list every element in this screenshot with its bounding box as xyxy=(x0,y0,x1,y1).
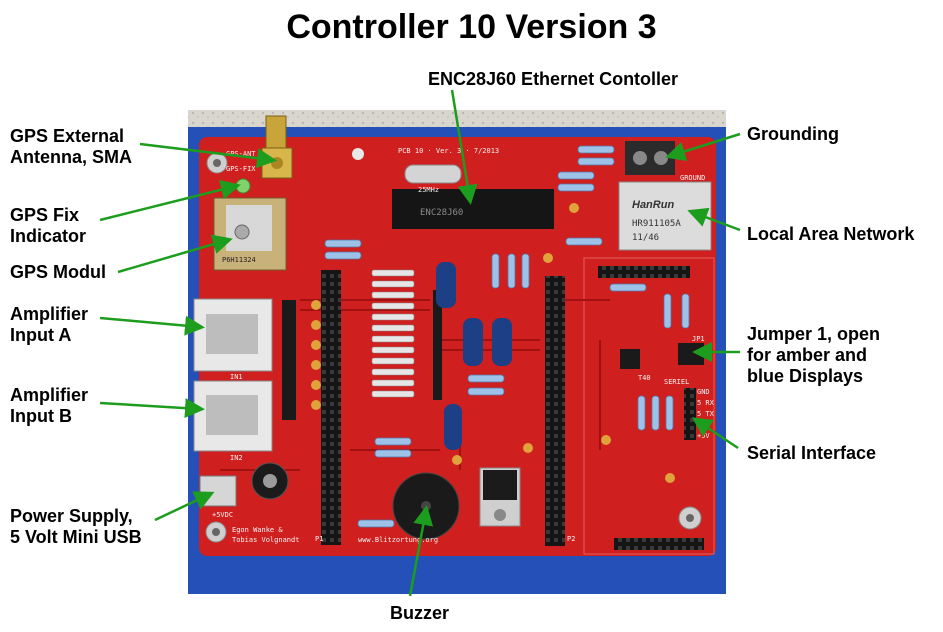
arrow-lan xyxy=(687,207,741,232)
label-grounding: Grounding xyxy=(747,124,839,145)
chip-marking: ENC28J60 xyxy=(420,208,463,218)
arrow-grounding xyxy=(665,132,741,162)
label-line: 5 Volt Mini USB xyxy=(10,527,142,547)
label-line: Indicator xyxy=(10,226,87,246)
silk-url: www.Blitzortung.org xyxy=(358,536,438,544)
resistors xyxy=(324,145,690,528)
label-line: Amplifier xyxy=(10,385,89,405)
label-lan: Local Area Network xyxy=(747,224,914,245)
gps-module-code: P6H11324 xyxy=(222,256,256,264)
grounding-terminal xyxy=(625,141,675,175)
silk-p1: P1 xyxy=(315,535,323,543)
label-line: for amber and xyxy=(747,345,868,365)
label-gps-modul: GPS Modul xyxy=(10,262,106,283)
label-line: GPS External xyxy=(10,126,125,146)
header-top-right xyxy=(598,266,690,278)
resistor-network xyxy=(282,300,296,420)
label-line: Power Supply, xyxy=(10,506,133,526)
label-line: Jumper 1, open xyxy=(747,324,881,344)
label-line: GPS Modul xyxy=(10,262,106,282)
pcb-section xyxy=(583,257,715,555)
electrolytic-capacitors xyxy=(436,262,512,450)
silk-power: +5VDC xyxy=(212,511,233,519)
arrow-amp-a xyxy=(99,315,205,336)
header-p2 xyxy=(545,276,565,546)
label-gps-antenna: GPS External Antenna, SMA xyxy=(10,126,132,168)
arrow-power xyxy=(154,491,215,522)
label-amp-a: Amplifier Input A xyxy=(10,304,88,346)
jumper-jp1 xyxy=(678,343,704,365)
arrow-gps-fix xyxy=(99,179,241,222)
label-line: Input A xyxy=(10,325,72,345)
label-line: blue Displays xyxy=(747,366,864,386)
silk-crystal: 25MHz xyxy=(418,186,439,194)
silk-serial-pin: GND xyxy=(697,388,710,396)
silk-serial-pin: 5 TX xyxy=(697,410,715,418)
silk-serial-pin: 5 RX xyxy=(697,399,715,407)
label-line: Grounding xyxy=(747,124,839,144)
rj45-input-a xyxy=(193,298,273,372)
label-gps-fix: GPS Fix Indicator xyxy=(10,205,86,247)
silk-serial-pin: +5V xyxy=(697,432,710,440)
silk-in2: IN2 xyxy=(230,454,243,462)
page-title: Controller 10 Version 3 xyxy=(286,8,657,46)
label-line: Serial Interface xyxy=(747,443,877,463)
arrow-gps-antenna xyxy=(139,142,277,169)
gps-module: P6H11324 xyxy=(213,197,287,271)
lan-brand: HanRun xyxy=(632,199,674,211)
diodes xyxy=(371,269,415,398)
mini-usb-connector xyxy=(199,475,237,507)
silk-ground: GROUND xyxy=(680,174,705,182)
label-line: Input B xyxy=(10,406,72,426)
arrow-gps-modul xyxy=(117,234,233,274)
label-jumper: Jumper 1, open for amber and blue Displa… xyxy=(747,324,880,387)
transistor-t40 xyxy=(620,349,640,369)
gps-fix-led xyxy=(235,178,251,194)
lan-code: 11/46 xyxy=(632,233,659,243)
header-p1 xyxy=(321,270,341,545)
silk-gps-ant: GPS-ANT xyxy=(226,150,256,158)
silk-gps-fix: GPS-FIX xyxy=(226,165,256,173)
label-line: Antenna, SMA xyxy=(10,147,133,167)
resistor-network-2 xyxy=(433,290,442,400)
label-power: Power Supply, 5 Volt Mini USB xyxy=(10,506,142,548)
arrow-ethernet xyxy=(450,89,478,205)
label-line: ENC28J60 Ethernet Contoller xyxy=(428,69,679,89)
silk-pcb-version: PCB 10 · Ver. 3 · 7/2013 xyxy=(398,147,499,155)
rj45-input-b xyxy=(193,380,273,452)
silk-author-1: Egon Wanke & xyxy=(232,526,283,534)
lan-jack: HanRun HR911105A 11/46 xyxy=(618,181,712,251)
silk-t40: T40 xyxy=(638,374,651,382)
arrow-buzzer xyxy=(408,505,434,597)
arrow-amp-b xyxy=(99,398,205,419)
silk-serial: SERIEL xyxy=(664,378,689,386)
mounting-holes xyxy=(205,148,702,543)
label-line: Buzzer xyxy=(390,603,450,623)
lan-part: HR911105A xyxy=(632,219,681,229)
header-bottom-right xyxy=(614,538,704,550)
label-line: GPS Fix xyxy=(10,205,80,225)
label-amp-b: Amplifier Input B xyxy=(10,385,88,427)
ceramic-capacitors xyxy=(311,203,675,483)
crystal-oscillator xyxy=(404,164,462,184)
silk-author-2: Tobias Volgnandt xyxy=(232,536,299,544)
silk-p2: P2 xyxy=(567,535,575,543)
label-line: Amplifier xyxy=(10,304,89,324)
label-serial: Serial Interface xyxy=(747,443,876,464)
silk-in1: IN1 xyxy=(230,373,243,381)
serial-header xyxy=(684,388,696,440)
enc28j60-chip xyxy=(392,189,554,229)
label-buzzer: Buzzer xyxy=(390,603,449,624)
arrow-serial xyxy=(691,417,739,450)
label-ethernet: ENC28J60 Ethernet Contoller xyxy=(428,69,678,90)
label-line: Local Area Network xyxy=(747,224,915,244)
voltage-regulator xyxy=(479,467,521,527)
silk-jp1: JP1 xyxy=(692,335,705,343)
